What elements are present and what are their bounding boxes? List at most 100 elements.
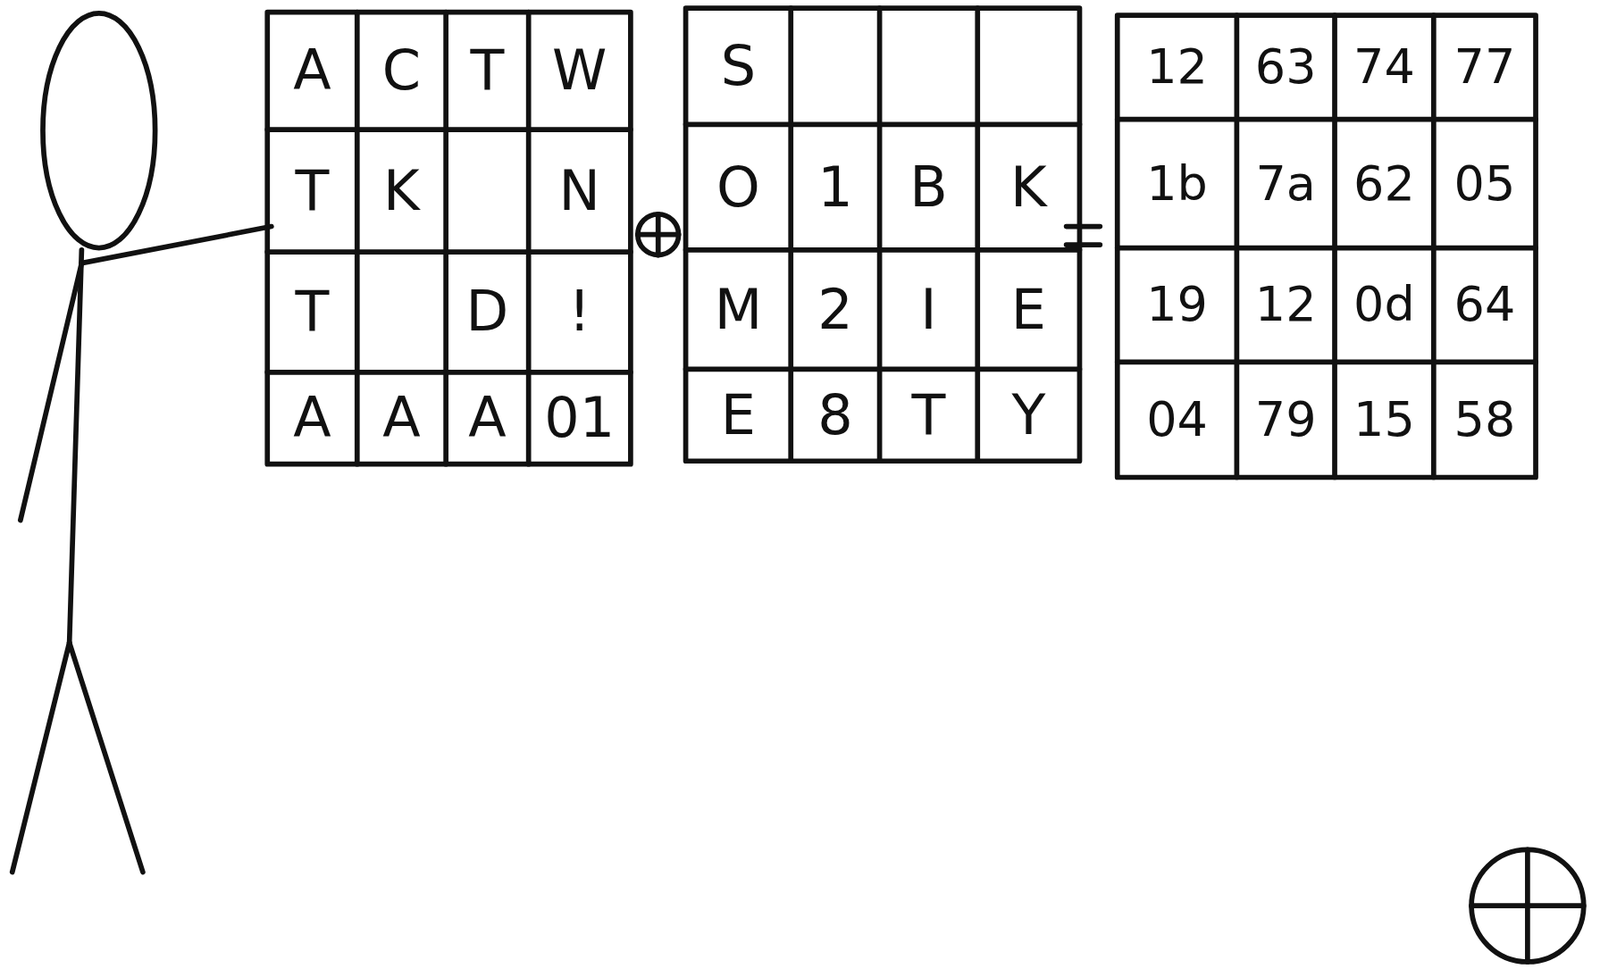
table-cell: I — [879, 250, 979, 370]
cell-text: 8 — [817, 387, 853, 444]
figure-arm — [20, 263, 83, 521]
grid-result — [1117, 15, 1536, 478]
cell-text: 1 — [817, 159, 853, 216]
cell-text: 04 — [1146, 395, 1208, 444]
figure-head — [42, 13, 156, 249]
table-cell: 15 — [1334, 361, 1434, 478]
table-cell: K — [977, 124, 1080, 250]
cell-text: K — [1010, 159, 1048, 216]
cell-text: A — [468, 390, 506, 446]
table-cell: T — [879, 368, 979, 461]
table-cell: 64 — [1433, 248, 1536, 363]
cell-text: A — [293, 390, 331, 446]
cell-text: 7a — [1255, 159, 1316, 209]
table-cell: O — [686, 124, 792, 250]
table-cell: C — [357, 12, 446, 130]
cell-text: 12 — [1146, 42, 1208, 92]
table-cell: E — [977, 250, 1080, 370]
cell-text: N — [559, 163, 601, 219]
cell-text: T — [469, 42, 504, 99]
cell-text: 05 — [1454, 159, 1517, 209]
grid-plaintext — [267, 12, 631, 465]
cell-text: Y — [1011, 387, 1046, 444]
cell-text: 74 — [1353, 42, 1416, 92]
table-cell: Y — [977, 368, 1080, 461]
table-cell: 05 — [1433, 119, 1536, 249]
cell-text: E — [720, 387, 756, 444]
table-cell: 12 — [1236, 248, 1335, 363]
table-cell: ! — [528, 251, 631, 373]
grid-lines — [686, 8, 1081, 461]
table-cell: 77 — [1433, 15, 1536, 119]
table-cell: 1b — [1117, 119, 1238, 249]
cell-text: 19 — [1146, 280, 1208, 329]
cell-text: 0d — [1353, 280, 1416, 329]
table-cell: A — [357, 372, 446, 465]
table-cell: 1 — [790, 124, 880, 250]
figure-leg — [69, 643, 143, 873]
cell-text: A — [382, 390, 420, 446]
table-cell: E — [686, 368, 792, 461]
table-cell: M — [686, 250, 792, 370]
table-cell: 12 — [1117, 15, 1238, 119]
cell-text: T — [295, 284, 330, 340]
stick-figure — [12, 13, 272, 873]
cell-text: 77 — [1454, 42, 1517, 92]
cell-text: 12 — [1255, 280, 1317, 329]
table-cell: W — [528, 12, 631, 130]
cell-text: 2 — [817, 282, 853, 338]
xor-symbol — [1471, 849, 1584, 963]
cell-text: A — [293, 42, 331, 99]
table-cell: 74 — [1334, 15, 1434, 119]
table-cell: A — [445, 372, 529, 465]
table-cell: 63 — [1236, 15, 1335, 119]
table-cell: T — [445, 12, 529, 130]
table-cell: 62 — [1334, 119, 1434, 249]
cell-text: K — [383, 163, 420, 219]
equals-symbol — [1066, 226, 1101, 246]
table-cell: D — [445, 251, 529, 373]
grid-key — [686, 8, 1081, 461]
cell-text: O — [716, 159, 761, 216]
cell-text: 64 — [1454, 280, 1517, 329]
table-cell: A — [267, 12, 358, 130]
cell-text: D — [466, 284, 510, 340]
table-cell: N — [528, 129, 631, 252]
cell-text: W — [552, 42, 607, 99]
grid-outline — [1117, 15, 1536, 478]
figure-leg — [12, 643, 70, 873]
cell-text: E — [1011, 282, 1047, 338]
table-cell: 2 — [790, 250, 880, 370]
cell-text: 79 — [1255, 395, 1317, 444]
cell-text: 58 — [1454, 395, 1517, 444]
table-cell: 7a — [1236, 119, 1335, 249]
table-cell: 58 — [1433, 361, 1536, 478]
table-cell: A — [267, 372, 358, 465]
table-cell: 8 — [790, 368, 880, 461]
table-cell: 19 — [1117, 248, 1238, 363]
cell-text: C — [382, 42, 421, 99]
grid-lines — [267, 12, 631, 465]
cell-text: T — [295, 163, 330, 219]
table-cell: 04 — [1117, 361, 1238, 478]
cell-text: ! — [568, 284, 591, 340]
cell-text: 15 — [1353, 395, 1416, 444]
figure-arm — [81, 226, 271, 264]
cell-text: S — [720, 38, 756, 94]
cell-text: 62 — [1353, 159, 1416, 209]
cell-text: 63 — [1255, 42, 1317, 92]
table-cell: T — [267, 251, 358, 373]
table-cell: K — [357, 129, 446, 252]
cell-text: 01 — [544, 390, 615, 446]
table-cell: S — [686, 8, 792, 125]
table-cell: T — [267, 129, 358, 252]
xor-symbol — [637, 214, 679, 256]
table-cell: 0d — [1334, 248, 1434, 363]
cell-text: M — [714, 282, 763, 338]
table-cell: 79 — [1236, 361, 1335, 478]
table-cell: 01 — [528, 372, 631, 465]
cell-text: I — [920, 282, 937, 338]
table-cell: B — [879, 124, 979, 250]
